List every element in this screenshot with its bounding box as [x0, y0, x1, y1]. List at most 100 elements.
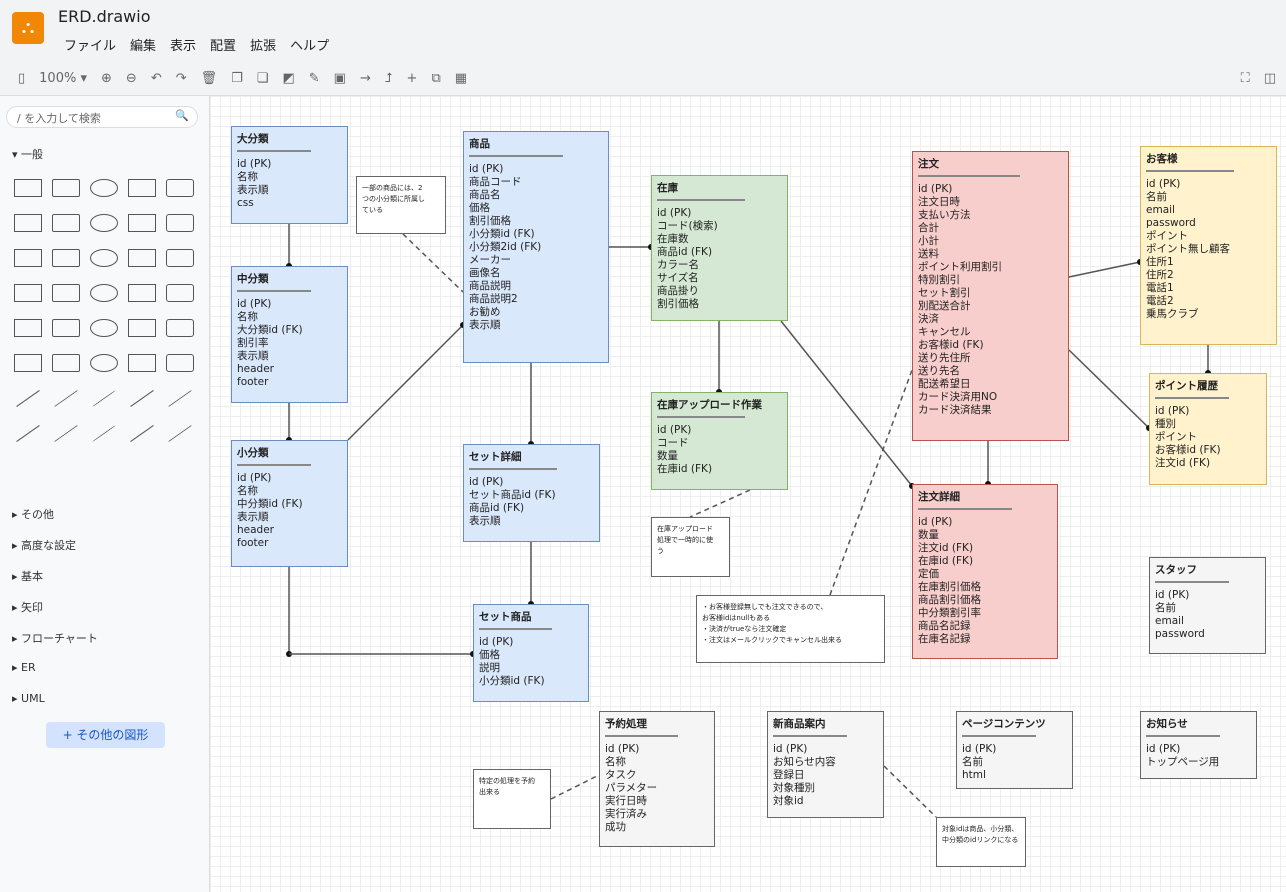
fill-color-icon[interactable]: ◩	[282, 71, 295, 86]
note[interactable]: 対象idは商品、小分類、 中分類のidリンクになる	[936, 817, 1026, 867]
shape-tile[interactable]	[124, 244, 160, 272]
sidebar-toggle-icon[interactable]: ▯	[18, 71, 26, 86]
connection-icon[interactable]: →	[359, 71, 371, 86]
shape-tile[interactable]	[10, 244, 46, 272]
section-1[interactable]: ▸ 高度な設定	[12, 539, 77, 552]
section-general[interactable]: ▾ 一般	[12, 148, 44, 161]
shape-tile[interactable]	[162, 174, 198, 202]
undo-icon[interactable]: ↶	[150, 71, 162, 86]
shape-tile[interactable]	[10, 279, 46, 307]
shape-tile[interactable]	[86, 419, 122, 447]
shape-search-input[interactable]: / を入力して検索🔍	[6, 106, 198, 128]
insert-icon[interactable]: +	[406, 71, 418, 86]
shape-tile[interactable]	[124, 349, 160, 377]
shape-tile[interactable]	[162, 279, 198, 307]
shapes-icon[interactable]: ⧉	[431, 71, 441, 86]
section-6[interactable]: ▸ UML	[12, 692, 45, 705]
to-front-icon[interactable]: ❐	[231, 71, 243, 86]
note[interactable]: 一部の商品には、2 つの小分類に所属し ている	[356, 176, 446, 234]
zoom-select[interactable]: 100% ▾	[39, 71, 87, 86]
shape-tile[interactable]	[10, 384, 46, 412]
shape-tile[interactable]	[124, 384, 160, 412]
shape-tile[interactable]	[10, 209, 46, 237]
shape-tile[interactable]	[162, 349, 198, 377]
shape-tile[interactable]	[86, 349, 122, 377]
shape-tile[interactable]	[48, 174, 84, 202]
table-icon[interactable]: ▦	[454, 71, 468, 86]
shape-tile[interactable]	[162, 419, 198, 447]
shape-tile[interactable]	[10, 349, 46, 377]
shape-tile[interactable]	[48, 209, 84, 237]
shape-tile[interactable]	[86, 384, 122, 412]
shape-tile[interactable]	[162, 244, 198, 272]
app-header: ⛬ ERD.drawio ファイル 編集 表示 配置 拡張 ヘルプ	[0, 0, 1286, 62]
shape-tile[interactable]	[48, 244, 84, 272]
menu-arrange[interactable]: 配置	[210, 39, 237, 54]
shape-tile[interactable]	[48, 314, 84, 342]
shape-tile[interactable]	[162, 384, 198, 412]
fullscreen-icon[interactable]: ⛶	[1240, 71, 1250, 86]
menu-edit[interactable]: 編集	[130, 39, 157, 54]
shape-tile[interactable]	[86, 314, 122, 342]
line-color-icon[interactable]: ✎	[308, 71, 320, 86]
entity-field: 支払い方法	[918, 209, 971, 221]
shape-tile[interactable]	[86, 244, 122, 272]
shape-tile[interactable]	[124, 174, 160, 202]
shape-tile[interactable]	[48, 349, 84, 377]
note[interactable]: ・お客様登録無しでも注文できるので、 お客様idはnullもある ・決済がtru…	[696, 595, 885, 663]
to-back-icon[interactable]: ❏	[256, 71, 269, 86]
menu-view[interactable]: 表示	[170, 39, 197, 54]
shape-tile[interactable]	[48, 384, 84, 412]
delete-icon[interactable]: 🗑	[200, 71, 218, 86]
note[interactable]: 特定の処理を予約 出来る	[473, 769, 551, 829]
shape-tile[interactable]	[48, 419, 84, 447]
note[interactable]: 在庫アップロード 処理で一時的に使 う	[651, 517, 730, 577]
shape-tile[interactable]	[48, 279, 84, 307]
shape-tile[interactable]	[124, 419, 160, 447]
menu-extras[interactable]: 拡張	[250, 39, 277, 54]
shape-tile[interactable]	[86, 279, 122, 307]
zoom-in-icon[interactable]: ⊕	[101, 71, 112, 86]
zoom-out-icon[interactable]: ⊖	[125, 71, 137, 86]
shape-tile[interactable]	[10, 314, 46, 342]
more-shapes-button[interactable]: + その他の図形	[46, 722, 165, 748]
section-0[interactable]: ▸ その他	[12, 508, 55, 521]
shape-tile[interactable]	[124, 209, 160, 237]
redo-icon[interactable]: ↷	[175, 71, 187, 86]
shape-tile[interactable]	[124, 279, 160, 307]
shape-tile[interactable]	[162, 209, 198, 237]
shape-tile[interactable]	[124, 314, 160, 342]
shape-tile[interactable]	[10, 174, 46, 202]
section-3[interactable]: ▸ 矢印	[12, 601, 44, 614]
section-2[interactable]: ▸ 基本	[12, 570, 44, 583]
document-title[interactable]: ERD.drawio	[58, 7, 151, 26]
menu-help[interactable]: ヘルプ	[290, 39, 330, 54]
shape-tile[interactable]	[86, 174, 122, 202]
waypoint-icon[interactable]: ⮥	[384, 71, 393, 86]
section-5[interactable]: ▸ ER	[12, 661, 36, 674]
shadow-icon[interactable]: ▣	[333, 71, 346, 86]
shape-tile[interactable]	[10, 419, 46, 447]
menu-file[interactable]: ファイル	[64, 39, 117, 54]
shape-tile[interactable]	[162, 314, 198, 342]
section-4[interactable]: ▸ フローチャート	[12, 632, 98, 645]
format-panel-icon[interactable]: ◫	[1263, 71, 1276, 86]
shape-tile[interactable]	[86, 209, 122, 237]
